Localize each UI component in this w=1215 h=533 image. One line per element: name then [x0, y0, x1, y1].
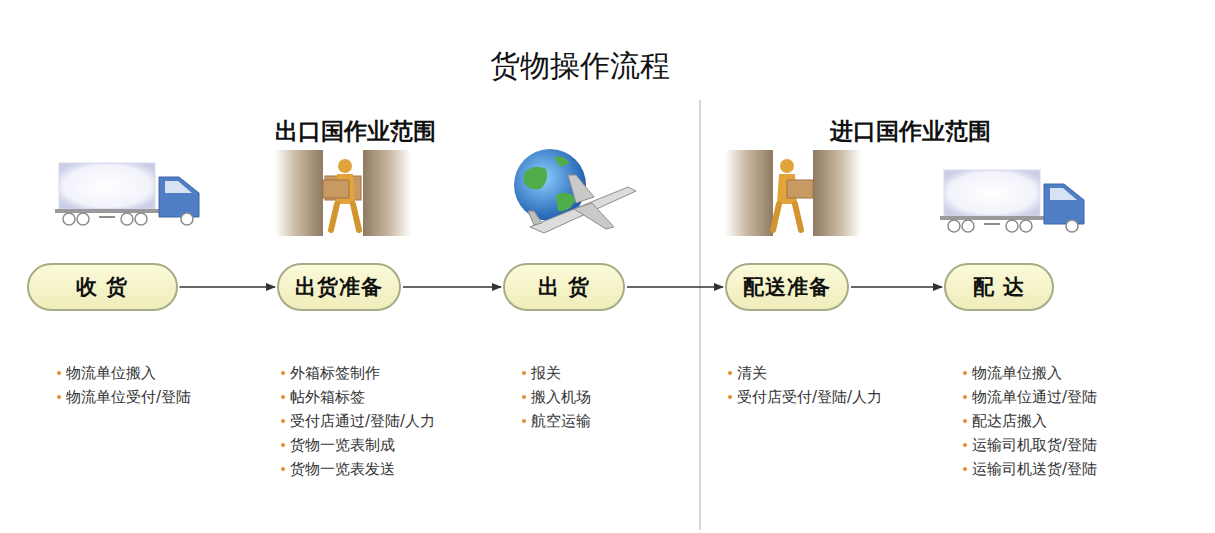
globe-plane-icon — [514, 149, 636, 233]
truck-icon — [55, 163, 199, 225]
bullet-dot — [281, 467, 285, 471]
bullet-dot — [281, 443, 285, 447]
diagram-title: 货物操作流程 — [490, 46, 670, 87]
step-label: 配 达 — [973, 273, 1025, 301]
task-item: 受付店通过/登陆/人力 — [290, 411, 435, 431]
process-pill: 配送准备 — [725, 263, 849, 311]
bullet-dot — [281, 419, 285, 423]
task-item: 货物一览表发送 — [290, 459, 395, 479]
flow-arrow — [403, 286, 501, 288]
step-label: 出 货 — [538, 273, 590, 301]
process-pill: 配 达 — [944, 263, 1054, 311]
bullet-dot — [281, 371, 285, 375]
flow-arrow — [627, 286, 723, 288]
bullet-dot — [963, 443, 967, 447]
region-heading: 进口国作业范围 — [830, 116, 991, 147]
bullet-dot — [963, 371, 967, 375]
warehouse-worker-icon — [725, 150, 861, 236]
bullet-dot — [963, 467, 967, 471]
divider-line — [699, 100, 701, 530]
flow-arrow — [851, 286, 942, 288]
bullet-dot — [522, 419, 526, 423]
task-item: 搬入机场 — [531, 387, 591, 407]
bullet-dot — [963, 419, 967, 423]
task-item: 外箱标签制作 — [290, 363, 380, 383]
task-item: 受付店受付/登陆/人力 — [737, 387, 882, 407]
task-item: 清关 — [737, 363, 767, 383]
truck-icon — [940, 170, 1084, 232]
task-item: 帖外箱标签 — [290, 387, 365, 407]
process-pill: 收 货 — [27, 263, 178, 311]
bullet-dot — [281, 395, 285, 399]
bullet-dot — [57, 371, 61, 375]
bullet-dot — [728, 371, 732, 375]
task-item: 运输司机送货/登陆 — [972, 459, 1097, 479]
task-item: 物流单位受付/登陆 — [66, 387, 191, 407]
task-item: 运输司机取货/登陆 — [972, 435, 1097, 455]
step-label: 配送准备 — [743, 273, 831, 301]
bullet-dot — [963, 395, 967, 399]
step-label: 收 货 — [76, 273, 128, 301]
task-item: 航空运输 — [531, 411, 591, 431]
step-label: 出货准备 — [295, 273, 383, 301]
region-heading: 出口国作业范围 — [275, 116, 436, 147]
bullet-dot — [522, 395, 526, 399]
process-pill: 出 货 — [503, 263, 625, 311]
task-item: 物流单位搬入 — [972, 363, 1062, 383]
task-item: 货物一览表制成 — [290, 435, 395, 455]
task-item: 物流单位通过/登陆 — [972, 387, 1097, 407]
bullet-dot — [57, 395, 61, 399]
bullet-dot — [728, 395, 732, 399]
task-item: 物流单位搬入 — [66, 363, 156, 383]
bullet-dot — [522, 371, 526, 375]
task-item: 报关 — [531, 363, 561, 383]
process-pill: 出货准备 — [277, 263, 401, 311]
task-item: 配达店搬入 — [972, 411, 1047, 431]
flow-arrow — [180, 286, 276, 288]
warehouse-worker-icon — [275, 150, 411, 236]
